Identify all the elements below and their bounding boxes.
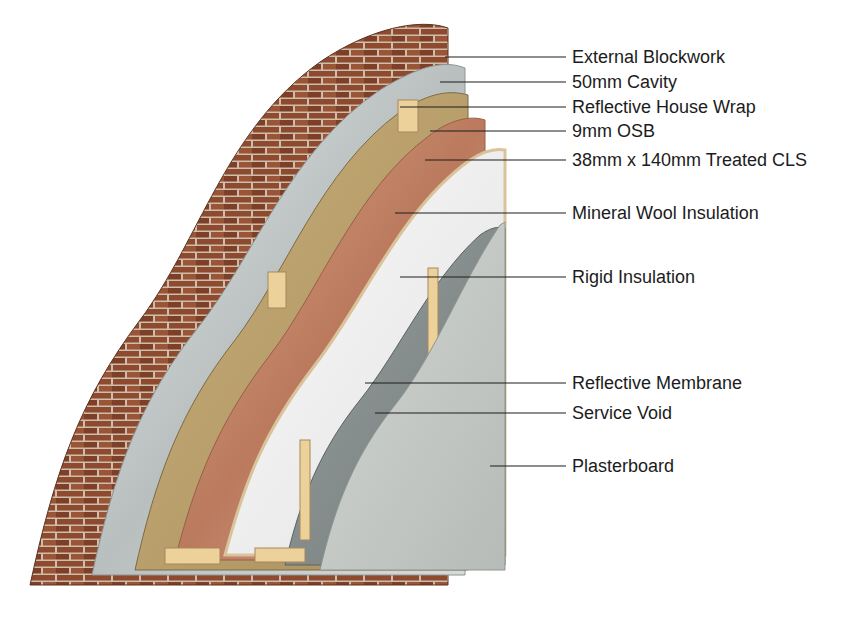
layer-label: Reflective Membrane [572,373,742,394]
batten-plate [255,548,305,562]
leader-line [400,276,566,277]
layer-label: 38mm x 140mm Treated CLS [572,150,807,171]
batten [300,440,310,540]
leader-line [400,106,566,107]
leader-line [445,56,566,57]
wall-layers [30,24,505,585]
layer-label: Mineral Wool Insulation [572,203,759,224]
layer-label: Reflective House Wrap [572,97,756,118]
leader-lines [365,57,566,466]
cls-stud [398,100,418,132]
layer-label: External Blockwork [572,47,725,68]
cls-stud [268,272,286,308]
leader-line [425,159,566,160]
leader-line [490,465,566,466]
cls-plate [165,548,220,564]
plasterboard-layer [320,222,505,570]
leader-line [430,130,566,131]
leader-line [395,212,566,213]
layer-label: Rigid Insulation [572,267,695,288]
leader-line [365,382,566,383]
leader-line [440,81,566,82]
layer-label: 9mm OSB [572,121,655,142]
layer-label: Service Void [572,403,672,424]
leader-line [375,412,566,413]
layer-label: Plasterboard [572,456,674,477]
layer-label: 50mm Cavity [572,72,677,93]
